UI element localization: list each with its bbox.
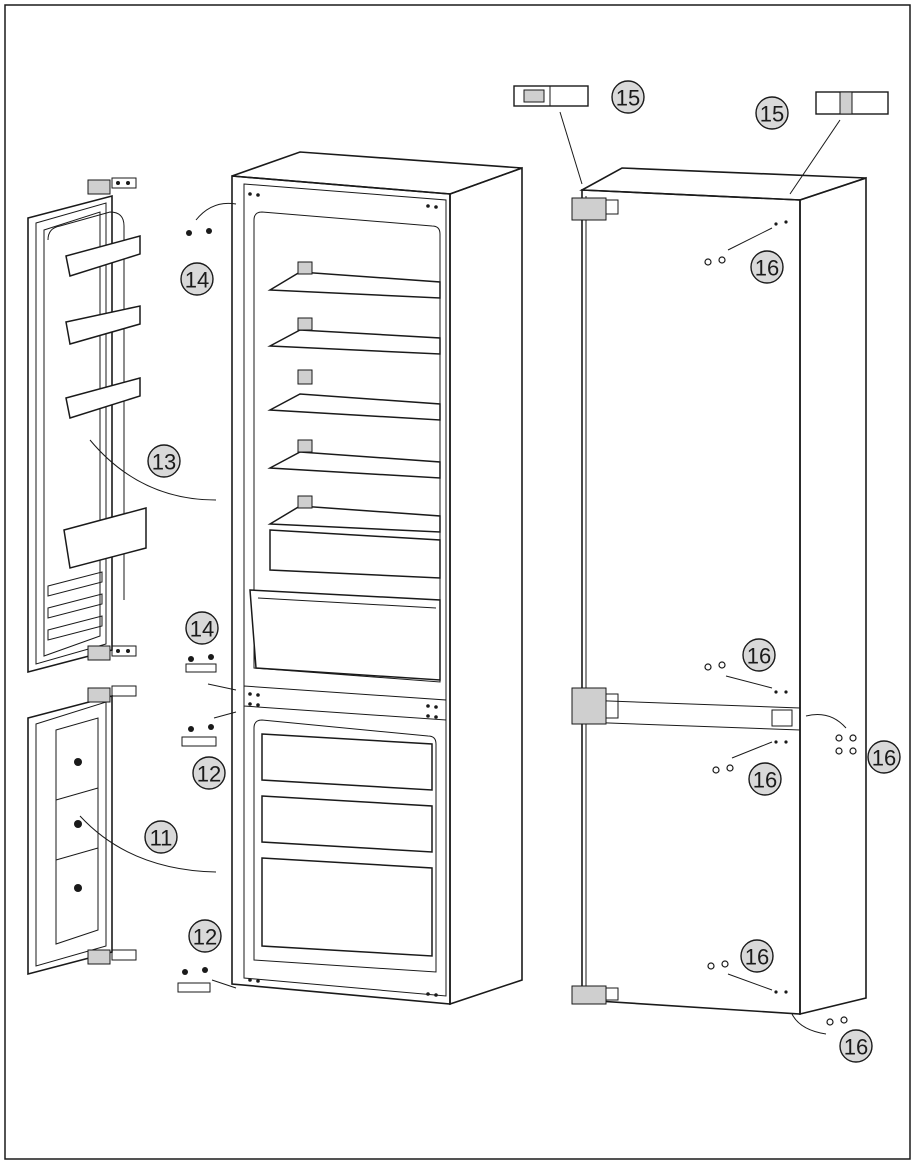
callout-16: 16: [750, 250, 784, 284]
callout-label: 14: [185, 268, 209, 293]
callout-circle: [750, 250, 784, 284]
callout-label: 16: [753, 768, 777, 793]
hinge-cover-right: [789, 91, 889, 195]
right-hinges: [571, 197, 619, 1005]
fixing-screws-14-top: [186, 202, 237, 236]
callout-circle: [742, 638, 776, 672]
callout-circle: [185, 611, 219, 645]
callout-14: 14: [185, 611, 219, 645]
callout-circle: [867, 740, 901, 774]
callout-circle: [188, 919, 222, 953]
lower-door-bottom-hinge: [87, 949, 137, 965]
callout-16: 16: [748, 762, 782, 796]
callout-15: 15: [755, 96, 789, 130]
fixing-parts-12-bottom: [177, 967, 237, 993]
callout-13: 13: [147, 444, 181, 478]
appliance-closed: [571, 167, 867, 1016]
fixing-parts-12-middle: [181, 711, 237, 747]
callout-circle: [144, 820, 178, 854]
upper-door-bottom-hinge: [87, 645, 137, 661]
callout-label: 11: [150, 826, 173, 851]
chiller-drawer: [249, 589, 441, 681]
callout-12: 12: [188, 919, 222, 953]
callout-label: 16: [747, 644, 771, 669]
callout-label: 12: [193, 925, 217, 950]
callout-12: 12: [192, 756, 226, 790]
callout-label: 16: [745, 945, 769, 970]
callout-16: 16: [740, 939, 774, 973]
freezer-drawers: [261, 733, 433, 957]
cabinet-screw-holes: [248, 192, 438, 997]
callout-circle: [740, 939, 774, 973]
callout-circle: [192, 756, 226, 790]
callout-16: 16: [867, 740, 901, 774]
leader-11: [79, 815, 217, 873]
callout-16: 16: [839, 1029, 873, 1063]
crisper-drawer: [269, 529, 441, 579]
cabinet-open: [231, 151, 523, 1006]
callout-label: 16: [844, 1035, 868, 1060]
callout-label: 16: [872, 746, 896, 771]
callout-circle: [755, 96, 789, 130]
glass-shelves: [267, 261, 441, 533]
lower-door-top-hinge: [87, 685, 137, 703]
hinge-cover-left: [513, 85, 589, 185]
upper-door: [27, 177, 147, 674]
door-balconies: [63, 235, 147, 569]
callout-label: 15: [616, 86, 640, 111]
callout-circle: [180, 262, 214, 296]
callout-11: 11: [144, 820, 178, 854]
callout-circle: [748, 762, 782, 796]
door-fixings-16: [704, 227, 857, 1035]
callout-14: 14: [180, 262, 214, 296]
callout-label: 14: [190, 617, 214, 642]
leader-13: [89, 439, 217, 501]
upper-door-top-hinge: [87, 177, 137, 195]
callout-label: 16: [755, 256, 779, 281]
callout-circle: [611, 80, 645, 114]
callout-label: 12: [197, 762, 221, 787]
callout-15: 15: [611, 80, 645, 114]
lower-door: [27, 685, 137, 976]
fixing-parts-14-middle: [185, 654, 237, 691]
callout-16: 16: [742, 638, 776, 672]
callout-circle: [147, 444, 181, 478]
callout-label: 15: [760, 102, 784, 127]
callout-circle: [839, 1029, 873, 1063]
part-callouts: 11 12 12 13 14 14 15 15 16 16 16 16 16 16: [144, 80, 901, 1063]
callout-label: 13: [152, 450, 176, 475]
diagram-frame: [4, 4, 911, 1160]
